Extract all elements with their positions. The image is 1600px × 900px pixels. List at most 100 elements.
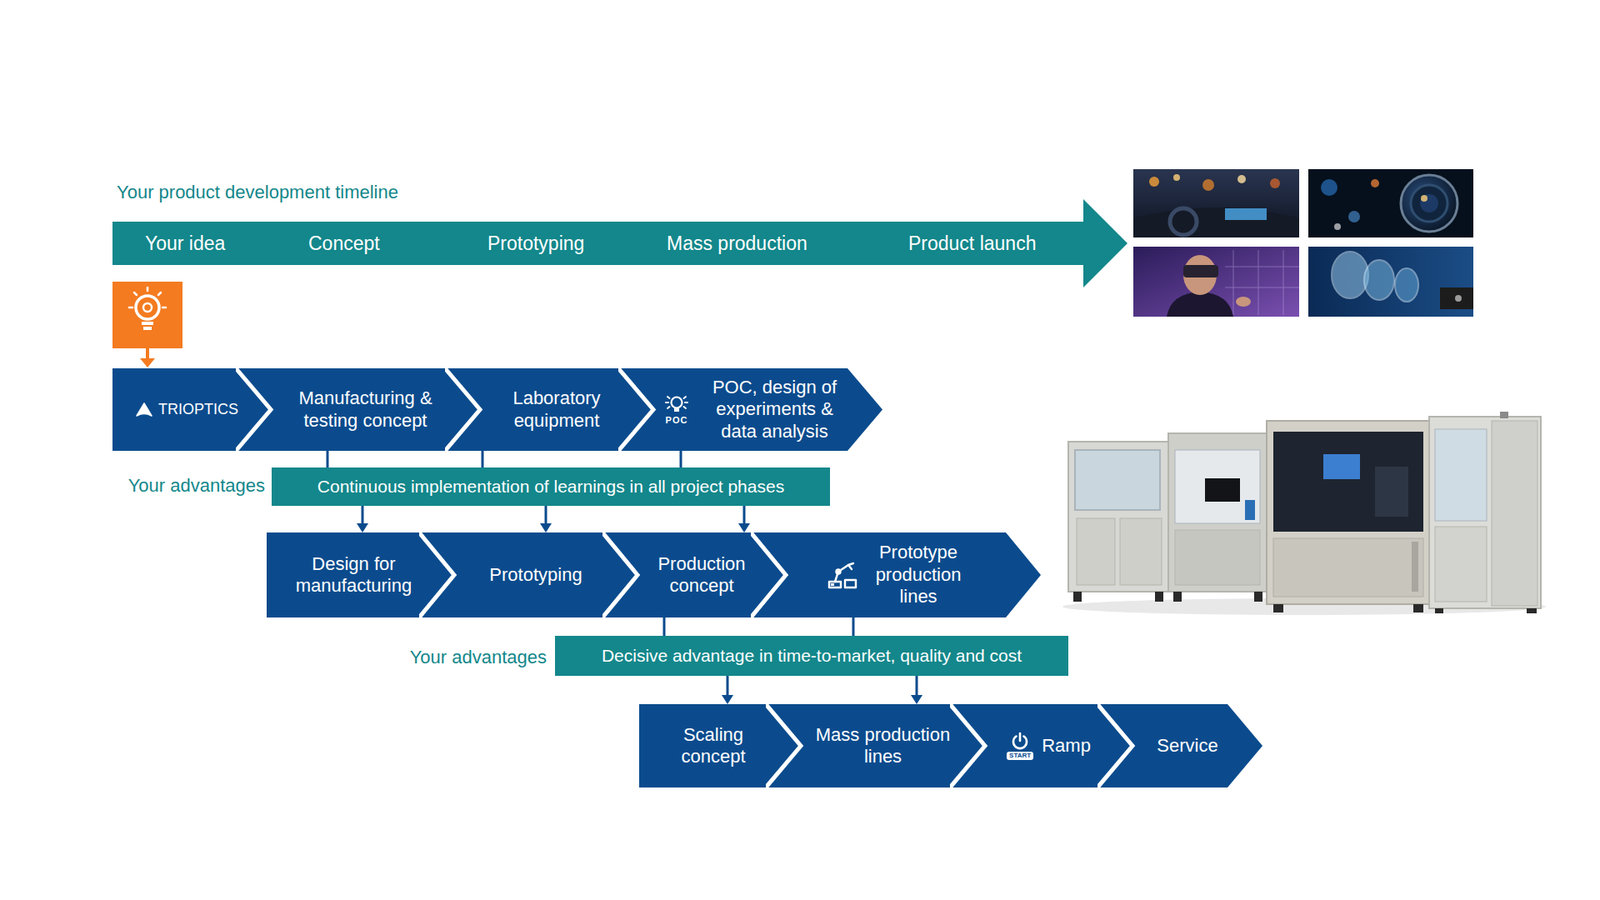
illustration-part — [1273, 538, 1424, 597]
process-chevron: Manufacturing & testing concept — [235, 368, 480, 451]
illustration-part — [1168, 433, 1267, 592]
icon-column: POC — [664, 394, 690, 425]
robot-icon — [826, 560, 859, 590]
connector — [738, 505, 750, 533]
connector-line — [680, 450, 683, 468]
illustration-part — [112, 281, 183, 349]
bulb-icon — [674, 408, 680, 412]
connector-line — [915, 675, 919, 697]
illustration-part — [1334, 223, 1341, 230]
timeline-stage: Your idea — [145, 221, 225, 265]
band-text: Decisive advantage in time-to-market, qu… — [601, 645, 1022, 666]
icon-label: START — [1006, 751, 1034, 761]
illustration-part — [141, 321, 154, 325]
illustration-part — [158, 292, 161, 295]
connector — [721, 675, 734, 705]
process-chevron: Service — [1097, 704, 1263, 788]
illustration-part — [1364, 260, 1395, 300]
arrow-head — [721, 695, 734, 705]
bulb-icon — [684, 406, 687, 409]
photo-car-interior — [1133, 169, 1300, 238]
process-chevron: Production concept — [602, 532, 786, 618]
illustration-part — [1175, 530, 1260, 585]
connector-line — [361, 505, 365, 525]
illustration-part — [1175, 450, 1260, 524]
connector — [680, 450, 682, 468]
logo-icon — [135, 401, 154, 419]
illustration-part — [1225, 266, 1300, 268]
band-text: Continuous implementation of learnings i… — [317, 476, 785, 497]
illustration-part — [1273, 604, 1284, 613]
illustration-part — [1420, 194, 1439, 213]
illustration-part — [135, 295, 160, 320]
illustration-part — [129, 306, 133, 310]
timeline-arrow: Your ideaConceptPrototypingMass producti… — [112, 199, 1128, 288]
chevron-content: Service — [1135, 704, 1240, 788]
chevron-gap — [235, 368, 271, 451]
band-content: Decisive advantage in time-to-market, qu… — [561, 635, 1062, 676]
illustration-part — [1410, 185, 1448, 222]
robot-icon — [829, 563, 856, 588]
polygon-shape — [765, 704, 985, 788]
idea-icon — [112, 281, 183, 368]
chevron-content: Prototype production lines — [789, 532, 1008, 618]
process-chevron: STARTRamp — [950, 704, 1133, 788]
power-icon — [1009, 731, 1031, 750]
bulb-icon — [665, 401, 669, 404]
illustration-part — [1075, 450, 1160, 510]
node-text: Laboratory equipment — [485, 387, 628, 432]
illustration-part — [162, 306, 166, 310]
timeline-stage: Mass production — [666, 221, 808, 265]
connector — [910, 675, 923, 705]
connector — [356, 505, 369, 533]
chevron-content: Mass production lines — [804, 704, 962, 788]
bulb-icon — [667, 406, 670, 409]
illustration-part — [1166, 291, 1234, 317]
photo-optical-assembly — [1308, 246, 1474, 317]
robot-icon — [826, 560, 859, 590]
chevron-gap — [602, 532, 638, 618]
photo-camera-lens — [1308, 169, 1474, 238]
icon-label: POC — [665, 415, 689, 425]
icon-column: START — [1006, 731, 1034, 761]
chevron-shape — [950, 704, 1133, 788]
timeline-stage: Concept — [308, 221, 380, 265]
illustration-part — [1205, 478, 1240, 502]
illustration-part — [1435, 526, 1487, 602]
connector — [327, 450, 329, 468]
connector-line — [726, 675, 730, 697]
illustration-part — [1435, 429, 1487, 521]
logo-icon — [136, 403, 152, 416]
illustration-part — [1155, 591, 1164, 602]
chevron-content: Manufacturing & testing concept — [274, 368, 457, 451]
bulb-icon — [664, 394, 690, 415]
illustration-part — [1120, 518, 1162, 585]
illustration-part — [1400, 175, 1458, 232]
connector — [482, 450, 484, 468]
node-text: Production concept — [643, 553, 760, 598]
polygon-shape — [112, 199, 1128, 288]
polygon-shape — [950, 704, 1133, 788]
robot-icon — [848, 563, 854, 570]
process-chevron: Design for manufacturing — [266, 532, 455, 618]
chevron-content: Production concept — [640, 532, 763, 618]
illustration-part — [1225, 287, 1300, 289]
connector-line — [852, 617, 855, 636]
illustration-part — [1149, 176, 1160, 187]
illustration-part — [1331, 251, 1369, 299]
chevron-gap — [618, 368, 654, 451]
robot-icon — [845, 580, 856, 588]
illustration-part — [129, 287, 166, 308]
arrow-head — [356, 523, 369, 533]
band-content: Continuous implementation of learnings i… — [278, 467, 824, 506]
label-text: Your advantages — [128, 475, 265, 497]
illustration-part — [1133, 246, 1300, 317]
chevron-gap — [750, 532, 786, 618]
illustration-part — [1254, 591, 1263, 602]
bulb-icon — [684, 396, 687, 399]
polygon-shape — [112, 368, 271, 451]
illustration-part — [1375, 466, 1409, 517]
illustration-part — [145, 348, 150, 360]
label-text: Your product development timeline — [116, 181, 399, 204]
polygon-shape — [445, 368, 654, 451]
